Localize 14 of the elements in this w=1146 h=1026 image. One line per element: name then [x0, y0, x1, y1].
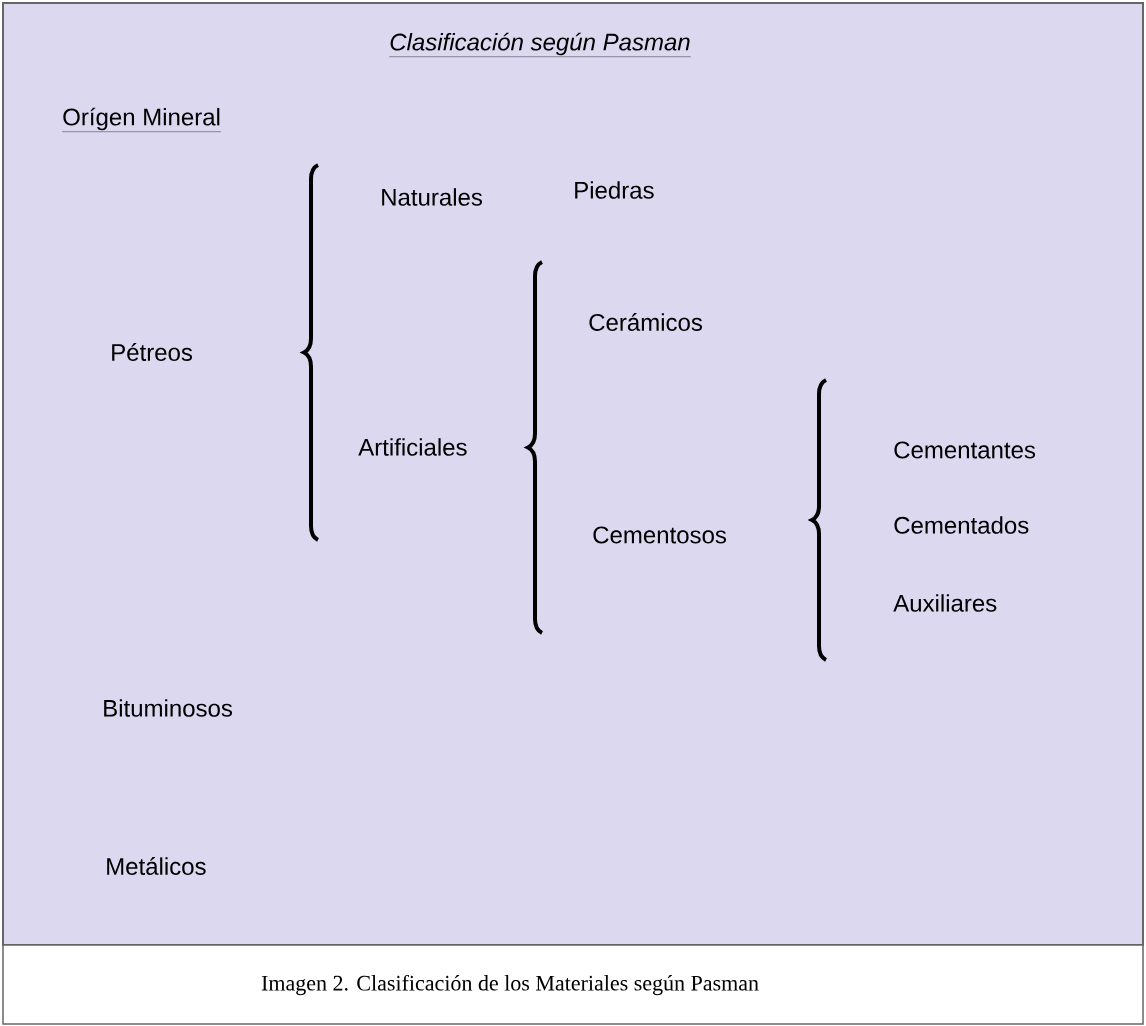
label: Artificiales: [358, 438, 467, 456]
label: Cerámicos: [589, 313, 702, 331]
caption: Imagen 2. Clasificación de los Materiales según Pasman: [261, 974, 759, 996]
label: Cementantes: [894, 441, 1036, 459]
label: Naturales: [382, 188, 483, 206]
label: Pétreos: [112, 343, 193, 361]
label: Orígen Mineral: [62, 107, 222, 132]
label: Cementosos: [593, 526, 727, 544]
title: Clasificación según Pasman: [389, 32, 691, 57]
label: Cementados: [894, 516, 1029, 534]
label: Piedras: [575, 181, 654, 199]
label: Auxiliares: [893, 594, 997, 612]
label: Bituminosos: [104, 699, 233, 717]
label: Metálicos: [107, 857, 206, 875]
